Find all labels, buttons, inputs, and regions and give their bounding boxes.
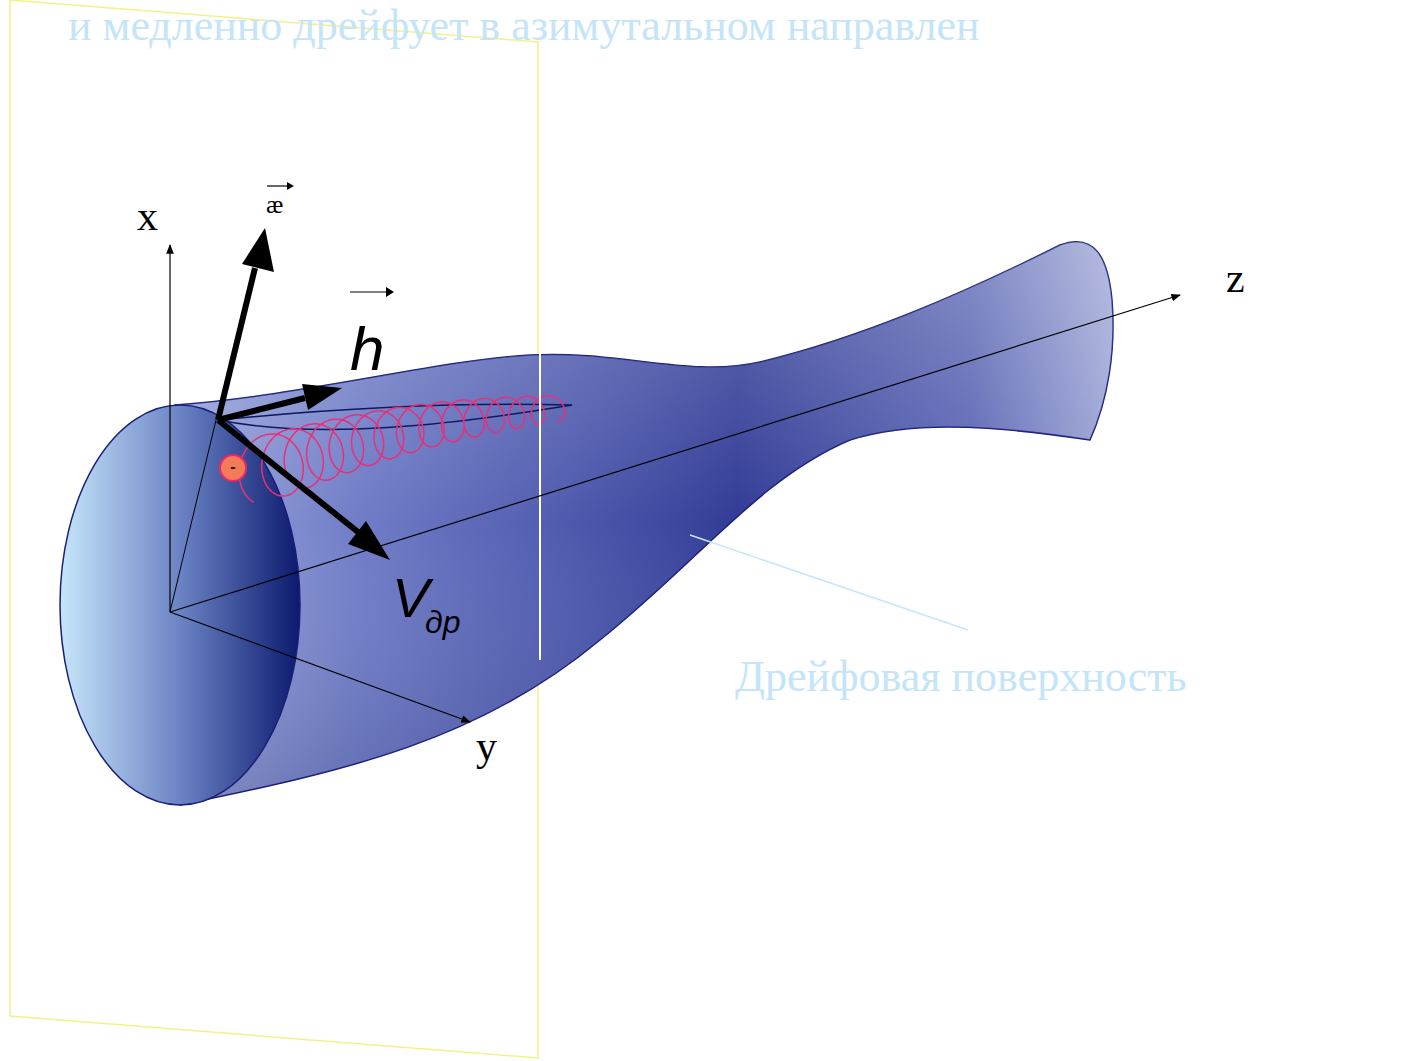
axis-label: y [476, 725, 497, 767]
radius-line [170, 420, 216, 612]
charge-sign: - [230, 459, 235, 475]
arrow-head [348, 521, 390, 560]
drift-velocity-vector [218, 420, 358, 532]
arrow-head [242, 228, 274, 272]
electron [220, 455, 246, 481]
curvature-vector [218, 268, 255, 420]
vector-label: V [392, 570, 429, 626]
vector-sign [386, 287, 394, 297]
x-axis [169, 245, 170, 612]
vector-sign [350, 291, 390, 292]
axis-label: x [137, 195, 158, 237]
axis-label: z [1226, 257, 1245, 299]
field-unit-vector [218, 398, 305, 420]
plane-edge [539, 330, 541, 660]
vector-label: h [350, 318, 384, 380]
surface-label: Дрейфовая поверхность [735, 655, 1187, 699]
z-axis [170, 295, 1180, 612]
vector-sign [287, 182, 294, 190]
vector-label: æ [266, 192, 283, 218]
leader-line [690, 535, 968, 630]
drift-surface [175, 242, 1113, 805]
particle-trajectory [239, 396, 564, 503]
caption-fragment: и медленно дрейфует в азимутальном напра… [68, 4, 980, 48]
subscript-label: др [425, 606, 460, 638]
surface-shade [175, 242, 1113, 805]
surface-end-disk [60, 405, 300, 805]
arrow-head [302, 384, 342, 410]
